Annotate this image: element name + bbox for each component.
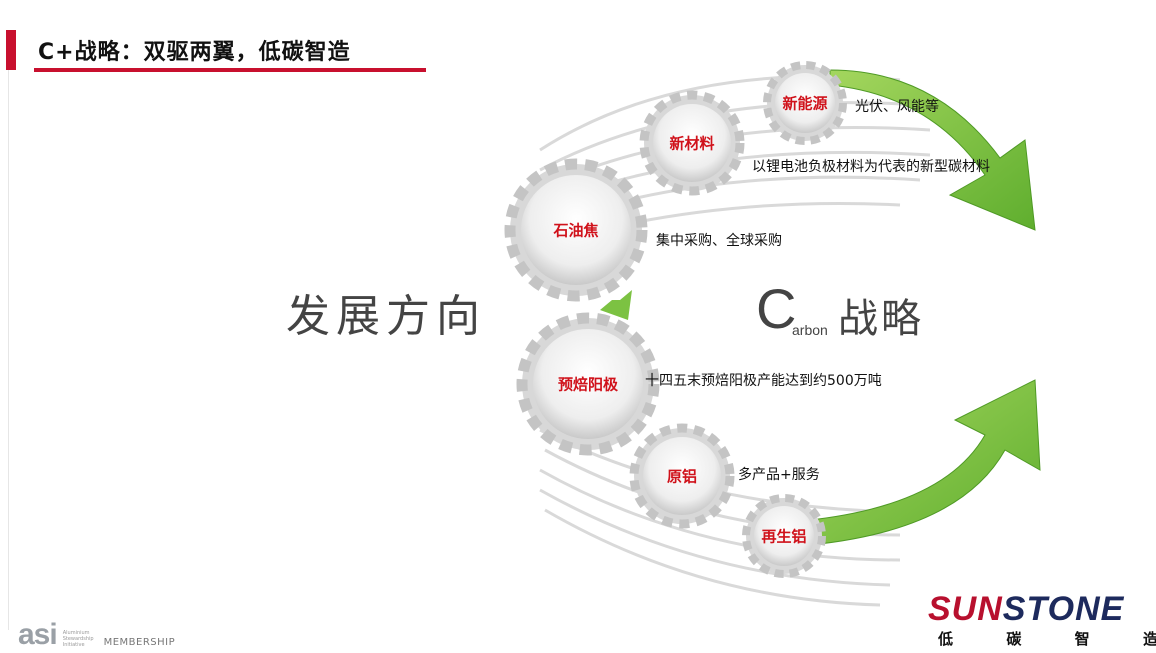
sunstone-logo: SUNSTONE xyxy=(928,590,1124,629)
carbon-strategy-word: 战略 xyxy=(838,296,924,342)
desc-petroleum-coke: 集中采购、全球采购 xyxy=(656,233,782,249)
gear-label-primary-aluminium: 原铝 xyxy=(666,467,698,486)
development-direction-text: 发展方向 xyxy=(286,291,486,342)
title-underline xyxy=(34,68,426,72)
gear-label-new-material: 新材料 xyxy=(669,134,715,153)
tagline-char: 智 xyxy=(1074,630,1090,648)
title-accent-bar xyxy=(6,30,16,70)
gear-petroleum-coke xyxy=(504,158,648,302)
desc-primary-aluminium: 多产品+服务 xyxy=(738,467,820,483)
desc-new-energy: 光伏、风能等 xyxy=(855,99,939,115)
asi-membership-logo: asi Aluminium Stewardship Initiative MEM… xyxy=(18,618,176,651)
asi-membership-label: MEMBERSHIP xyxy=(103,637,176,648)
left-divider xyxy=(8,70,9,630)
carbon-strategy-c: C xyxy=(756,277,797,340)
green-connector xyxy=(600,290,632,320)
gear-recycled-aluminium xyxy=(742,494,826,578)
desc-prebaked-anode: 十四五末预焙阳极产能达到约500万吨 xyxy=(645,373,882,389)
gear-label-new-energy: 新能源 xyxy=(782,94,828,113)
upper-green-arrow xyxy=(829,69,1036,231)
carbon-strategy-sub: arbon xyxy=(792,322,828,338)
asi-small-text: Aluminium Stewardship Initiative xyxy=(62,630,94,648)
gear-label-prebaked-anode: 预焙阳极 xyxy=(557,375,619,394)
gear-label-recycled-aluminium: 再生铝 xyxy=(761,527,807,546)
tagline-char: 碳 xyxy=(1006,630,1022,648)
gear-primary-aluminium xyxy=(629,423,735,529)
gear-new-energy xyxy=(763,61,847,145)
desc-new-material: 以锂电池负极材料为代表的新型碳材料 xyxy=(752,159,990,175)
tagline-char: 造 xyxy=(1142,630,1156,648)
sunstone-tagline: 低 碳 智 造 xyxy=(938,628,1156,649)
sunstone-logo-part-a: SUN xyxy=(928,590,1003,628)
gear-new-material xyxy=(639,90,745,196)
tagline-char: 低 xyxy=(938,630,954,648)
gear-prebaked-anode xyxy=(516,312,660,456)
page-title: C+战略：双驱两翼，低碳智造 xyxy=(38,40,351,65)
asi-logo-text: asi xyxy=(18,618,58,651)
lower-green-arrow xyxy=(809,379,1041,546)
gear-label-petroleum-coke: 石油焦 xyxy=(553,221,599,240)
sunstone-logo-part-b: STONE xyxy=(1002,590,1125,628)
